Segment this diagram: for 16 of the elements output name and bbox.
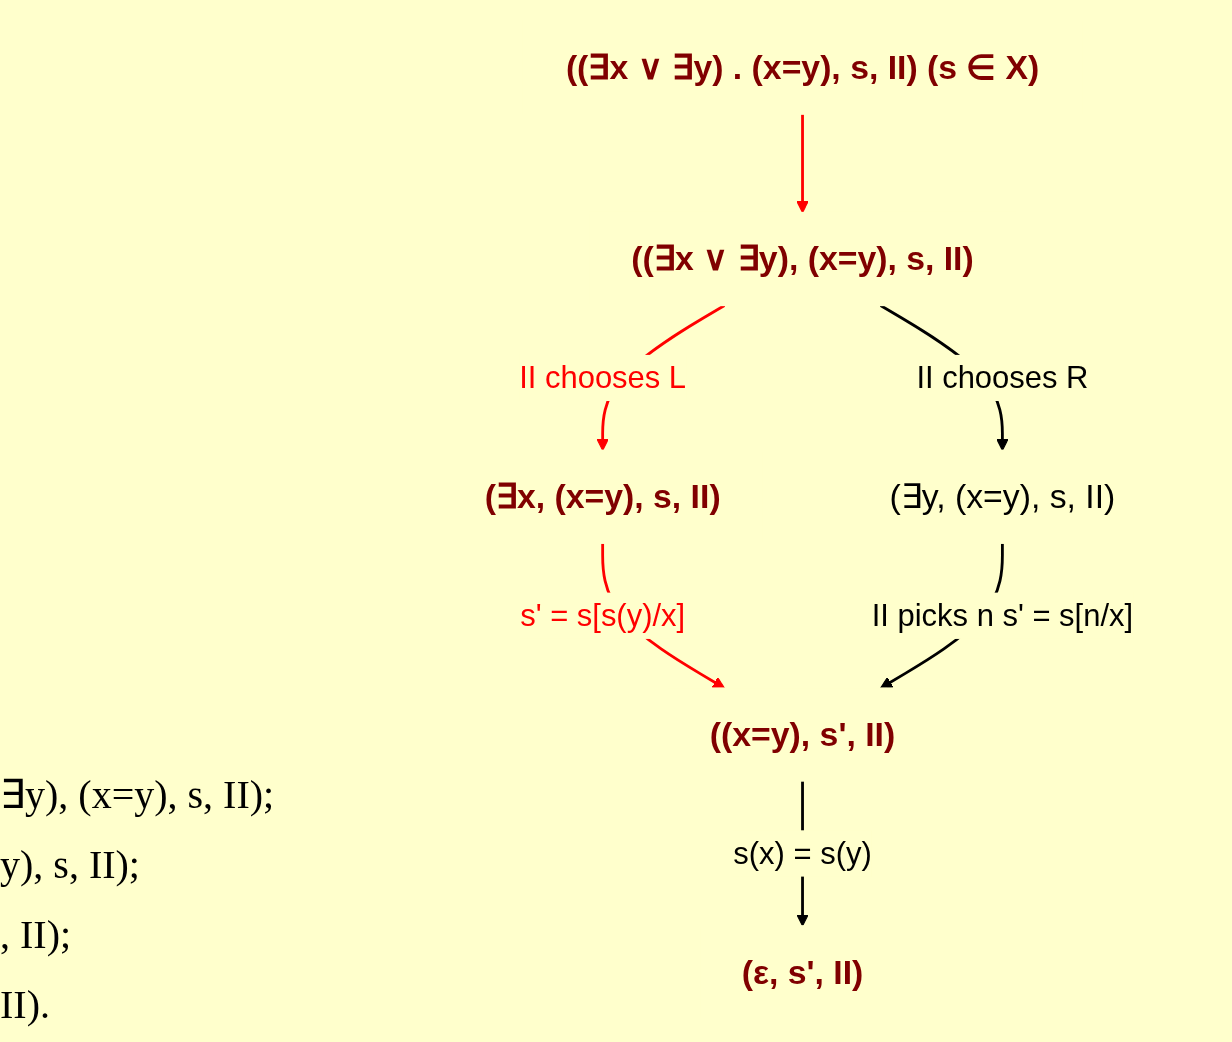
node-text: (∃y, (x=y), s, II): [889, 477, 1116, 516]
node-text: ((x=y), s', II): [709, 714, 896, 753]
edge-label: II picks n s' = s[n/x]: [871, 598, 1134, 634]
node-text: ((∃x ∨ ∃y), (x=y), s, II): [631, 239, 974, 278]
arrow: [796, 114, 809, 214]
note-text: y), s, II);: [0, 841, 141, 889]
node-text: ((∃x ∨ ∃y) . (x=y), s, II) (s ∈ X): [565, 47, 1040, 86]
note-text: , II);: [0, 911, 73, 959]
edge-label: II chooses R: [916, 360, 1089, 396]
edge-label: II chooses L: [519, 360, 687, 396]
note-text: ∃y), (x=y), s, II);: [0, 771, 275, 819]
edge-label: s' = s[s(y)/x]: [520, 598, 686, 634]
note-text: II).: [0, 981, 51, 1029]
edge-label: s(x) = s(y): [733, 835, 872, 872]
node-text: (∃x, (x=y), s, II): [484, 477, 721, 516]
node-text: (ε, s', II): [741, 952, 864, 991]
